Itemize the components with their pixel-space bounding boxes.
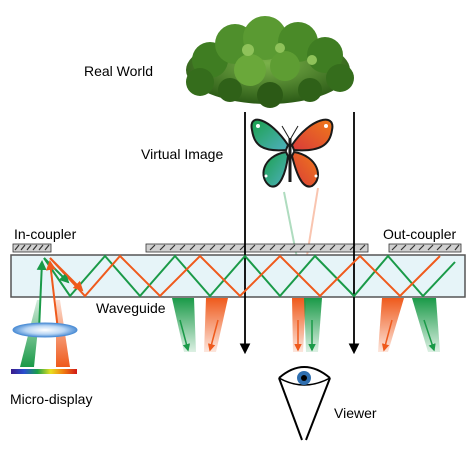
- micro-display-bar: [11, 369, 77, 374]
- bush-image: [186, 16, 354, 108]
- label-real-world: Real World: [84, 63, 153, 79]
- expander-grating: [145, 243, 369, 253]
- label-out-coupler: Out-coupler: [383, 226, 456, 242]
- label-viewer: Viewer: [334, 405, 377, 421]
- lens-icon: [12, 322, 78, 338]
- label-in-coupler: In-coupler: [14, 226, 77, 242]
- in-coupler-grating: [12, 243, 52, 253]
- tir-ray-orange: [49, 254, 441, 298]
- label-waveguide: Waveguide: [96, 300, 166, 316]
- butterfly-image: [250, 118, 334, 188]
- tir-ray-green: [43, 254, 456, 298]
- label-virtual-image: Virtual Image: [141, 146, 223, 162]
- out-coupler-grating: [388, 243, 462, 253]
- outcoupled-beams: [172, 298, 440, 352]
- eye-icon: [278, 366, 331, 441]
- label-micro-display: Micro-display: [10, 391, 92, 407]
